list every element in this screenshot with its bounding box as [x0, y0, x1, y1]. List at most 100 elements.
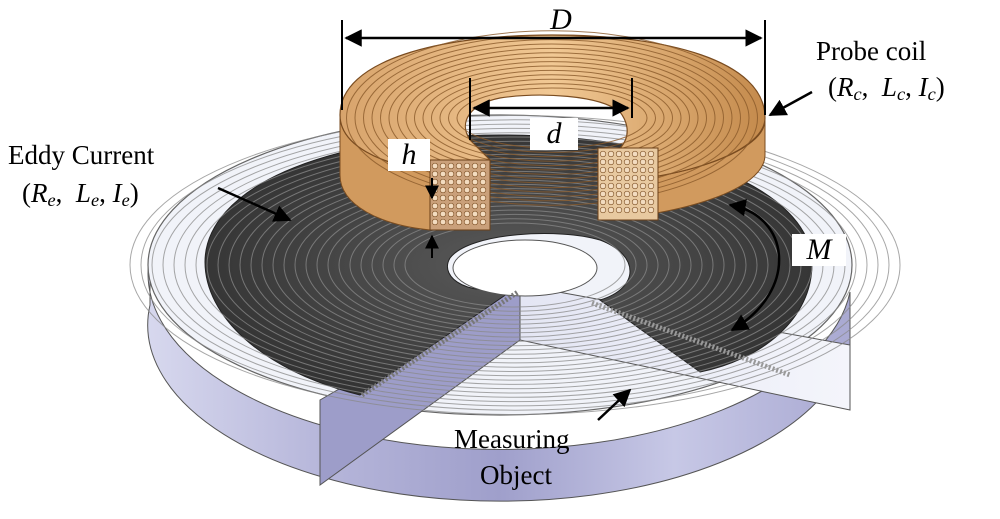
wire-cross-section	[431, 170, 439, 178]
wire-cross-section	[599, 174, 607, 182]
label-M: M	[792, 234, 846, 266]
wire-cross-section	[639, 150, 647, 158]
wire-cross-section	[455, 210, 463, 218]
wire-cross-section	[599, 190, 607, 198]
wire-cross-section	[631, 198, 639, 206]
wire-cross-section	[455, 162, 463, 170]
dimension-d	[469, 78, 633, 140]
eddy-winding	[327, 192, 703, 338]
wire-cross-section	[479, 162, 487, 170]
wire-cross-section	[599, 182, 607, 190]
wire-cross-section	[599, 166, 607, 174]
label-D: D	[550, 3, 572, 36]
wire-cross-section	[647, 174, 655, 182]
wire-cross-section	[607, 190, 615, 198]
wire-cross-section	[623, 166, 631, 174]
wire-cross-section	[471, 186, 479, 194]
wire-cross-section	[647, 158, 655, 166]
wire-cross-section	[431, 194, 439, 202]
wire-cross-section	[455, 170, 463, 178]
wire-cross-section	[631, 182, 639, 190]
probe-coil-leader-arrow	[768, 90, 813, 117]
eddy-winding	[261, 166, 769, 364]
wire-cross-section	[599, 150, 607, 158]
wire-cross-section	[631, 166, 639, 174]
wire-cross-section	[463, 202, 471, 210]
wire-cross-section	[463, 170, 471, 178]
wire-cross-section	[447, 178, 455, 186]
wire-cross-section	[599, 198, 607, 206]
wire-cross-section	[607, 150, 615, 158]
eddy-winding	[151, 123, 879, 407]
wire-cross-section	[447, 186, 455, 194]
wire-cross-section	[615, 190, 623, 198]
label-probe-coil: Probe coil	[816, 36, 927, 66]
wire-cross-section	[647, 206, 655, 214]
eddy-winding	[382, 213, 648, 317]
wire-cross-section	[639, 198, 647, 206]
wire-cross-section	[647, 182, 655, 190]
coil-winding	[397, 56, 707, 180]
wire-cross-section	[439, 178, 447, 186]
wire-cross-section	[615, 158, 623, 166]
wire-cross-section	[639, 190, 647, 198]
wire-cross-section	[439, 186, 447, 194]
eddy-winding	[349, 201, 681, 329]
wire-cross-section	[479, 186, 487, 194]
eddy-winding	[140, 119, 890, 411]
coil-winding	[439, 78, 665, 158]
wire-cross-section	[479, 210, 487, 218]
wire-cross-section	[455, 178, 463, 186]
wire-cross-section	[615, 198, 623, 206]
wire-cross-section	[647, 198, 655, 206]
dimension-D	[341, 20, 766, 115]
eddy-winding	[162, 127, 868, 403]
wire-cross-section	[471, 218, 479, 226]
eddy-winding	[338, 196, 692, 334]
label-h: h	[388, 139, 430, 171]
coil-winding	[414, 65, 690, 171]
wire-cross-section	[623, 198, 631, 206]
wire-cross-section	[631, 150, 639, 158]
wire-cross-section	[447, 162, 455, 170]
wire-cross-section	[431, 202, 439, 210]
wire-cross-section	[607, 206, 615, 214]
coil-winding	[405, 61, 699, 175]
wire-cross-section	[463, 210, 471, 218]
coil-winding	[380, 47, 724, 189]
wire-cross-section	[439, 210, 447, 218]
wire-cross-section	[439, 162, 447, 170]
wire-cross-section	[623, 182, 631, 190]
wire-cross-section	[607, 174, 615, 182]
wire-cross-section	[607, 166, 615, 174]
wire-cross-section	[439, 218, 447, 226]
wire-cross-section	[471, 162, 479, 170]
wire-cross-section	[471, 178, 479, 186]
wire-cross-section	[599, 158, 607, 166]
wire-cross-section	[615, 206, 623, 214]
wire-cross-section	[623, 150, 631, 158]
coil-winding	[448, 83, 656, 153]
wire-cross-section	[631, 174, 639, 182]
wire-cross-section	[463, 194, 471, 202]
wire-cross-section	[639, 166, 647, 174]
wire-cross-section	[479, 194, 487, 202]
wire-cross-section	[431, 178, 439, 186]
wire-cross-section	[463, 186, 471, 194]
wire-cross-section	[623, 206, 631, 214]
label-object: Object	[480, 460, 552, 490]
wire-cross-section	[615, 166, 623, 174]
wire-cross-section	[479, 202, 487, 210]
wire-cross-section	[615, 182, 623, 190]
wire-cross-section	[431, 210, 439, 218]
wire-cross-section	[439, 194, 447, 202]
wire-cross-section	[431, 186, 439, 194]
label-measuring: Measuring	[454, 424, 570, 454]
wire-cross-section	[647, 190, 655, 198]
label-d: d	[530, 118, 578, 150]
wire-cross-section	[447, 194, 455, 202]
mutual-inductance-arrow	[728, 198, 781, 332]
wire-cross-section	[631, 190, 639, 198]
wire-cross-section	[631, 158, 639, 166]
